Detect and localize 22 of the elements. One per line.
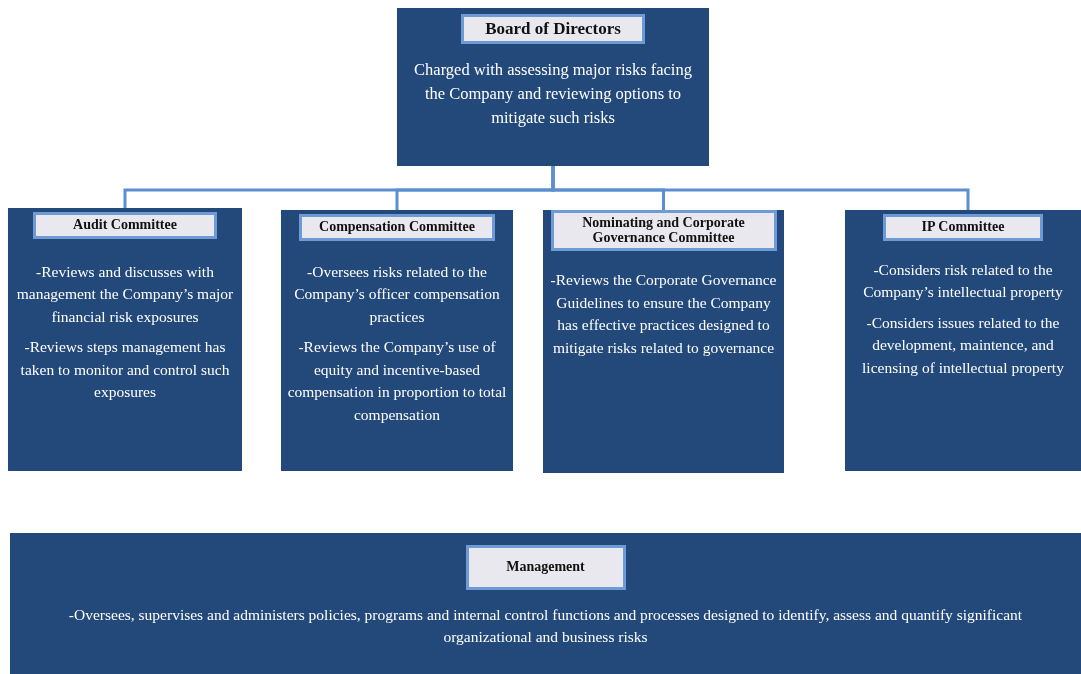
heading-label: Board of Directors [461,14,645,44]
committee-box [845,210,1081,471]
description-text: -Reviews the Company’s use of equity and incentive-based compensation in proportion to total compensation [286,337,508,425]
description-text: -Oversees risks related to the Company’s officer compensation practices [293,261,501,327]
description-text: -Reviews the Corporate Governance Guidelines to ensure the Company has effective practices designed to mitigate risks related to governance [549,270,778,358]
heading-label: Management [465,545,626,590]
description-text: Charged with assessing major risks facing the Company and reviewing options to mitigate such risks [413,58,693,129]
description-text: -Considers risk related to the Company’s intellectual property [862,259,1064,303]
heading-label: Audit Committee [33,212,217,239]
connector-line [551,166,970,210]
heading-label: Compensation Committee [299,214,495,241]
committee-box [543,210,784,473]
committee-box [281,210,513,471]
heading-label: IP Committee [883,214,1043,241]
committee-box [10,533,1081,674]
description-text: -Considers issues related to the development, maintence, and licensing of intellectual property [861,312,1065,378]
description-text: -Reviews and discusses with management the Company’s major financial risk exposures [15,261,235,327]
description-text: -Oversees, supervises and administers policies, programs and internal control functions and processes designed to identify, assess and quantify significant organizational and business risks [67,604,1024,648]
heading-label: Nominating and Corporate Governance Committee [550,210,777,252]
committee-box [8,208,242,471]
description-text: -Reviews steps management has taken to monitor and control such exposures [19,337,231,403]
committee-box [397,8,709,166]
